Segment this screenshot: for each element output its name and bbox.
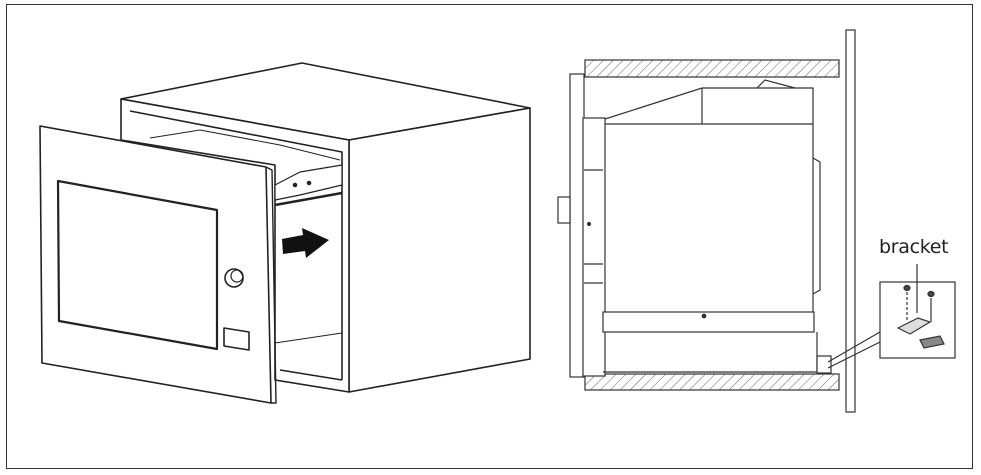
cabinet-section: [557, 29, 881, 413]
microwave-front: [39, 125, 277, 404]
bracket-label: bracket: [879, 236, 949, 258]
bracket-detail: [879, 264, 956, 359]
cabinet-perspective: [120, 62, 531, 393]
insert-arrow-icon: [282, 228, 329, 258]
